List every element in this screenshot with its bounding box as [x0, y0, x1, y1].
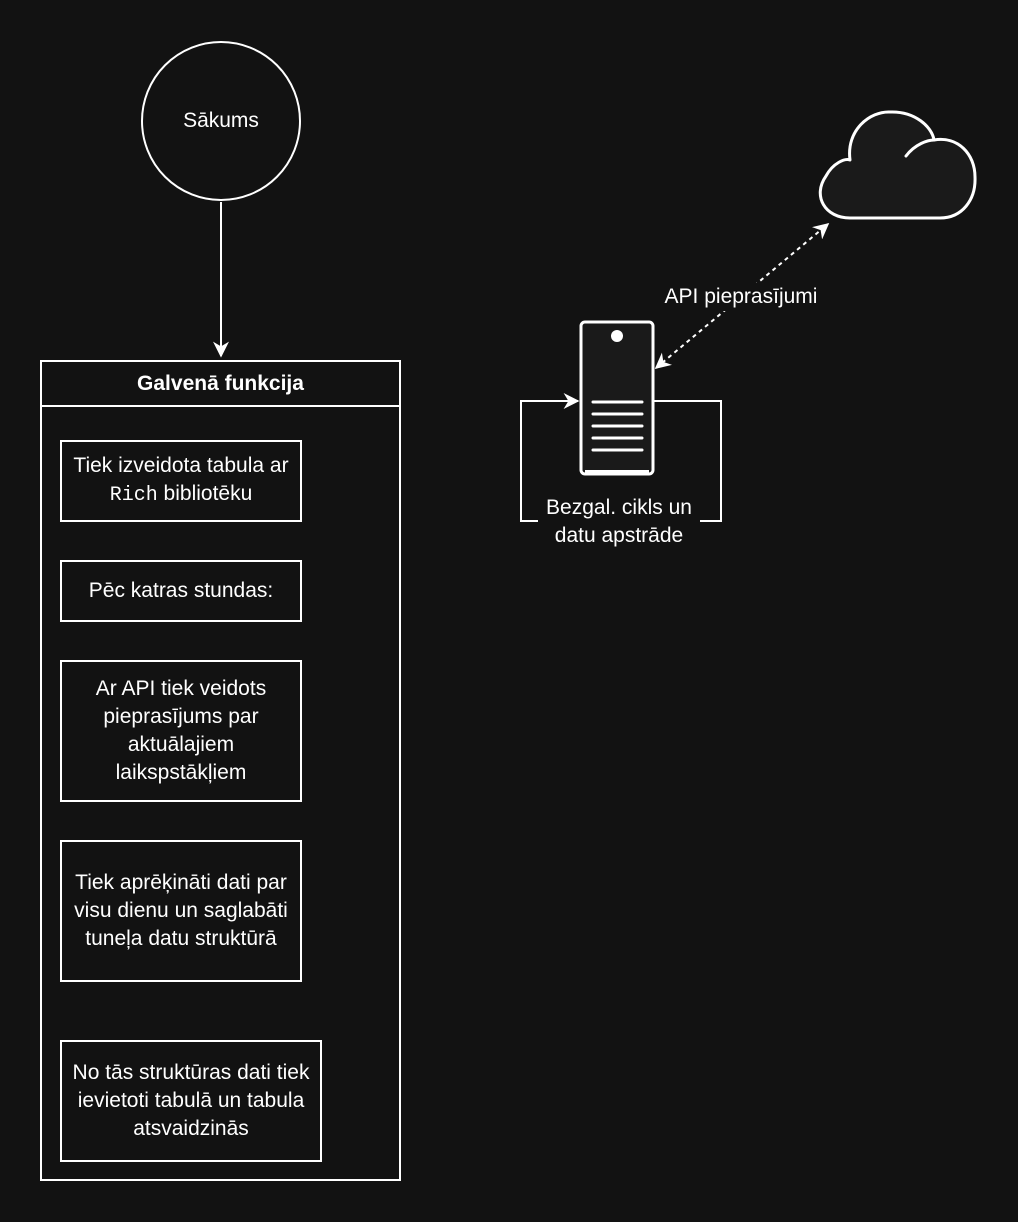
step-every-hour-text: Pēc katras stundas: — [88, 579, 274, 602]
cloud-icon — [818, 110, 977, 220]
step-create-table-text-before: Tiek izveidota tabula ar — [73, 454, 289, 477]
step-api-request-text: Ar API tiek veidots pieprasījums par akt… — [95, 677, 267, 784]
step-create-table: Tiek izveidota tabula ar Rich bibliotēku — [60, 440, 302, 522]
server-loop-label: Bezgal. cikls un datu apstrāde — [538, 494, 700, 550]
main-function-title: Galvenā funkcija — [42, 362, 399, 407]
server-icon — [579, 320, 655, 476]
start-node: Sākums — [141, 41, 301, 201]
step-api-request: Ar API tiek veidots pieprasījums par akt… — [60, 660, 302, 802]
start-label: Sākums — [183, 109, 259, 132]
step-create-table-text-after: bibliotēku — [157, 482, 253, 505]
step-calculate-data-text: Tiek aprēķināti dati par visu dienu un s… — [74, 871, 288, 950]
rich-code-label: Rich — [109, 484, 158, 507]
step-insert-refresh: No tās struktūras dati tiek ievietoti ta… — [60, 1040, 322, 1162]
step-insert-refresh-text: No tās struktūras dati tiek ievietoti ta… — [72, 1061, 310, 1140]
step-calculate-data: Tiek aprēķināti dati par visu dienu un s… — [60, 840, 302, 982]
step-create-table-text: Tiek izveidota tabula ar Rich bibliotēku — [68, 452, 294, 510]
step-every-hour: Pēc katras stundas: — [60, 560, 302, 622]
api-requests-label: API pieprasījumi — [655, 283, 827, 311]
